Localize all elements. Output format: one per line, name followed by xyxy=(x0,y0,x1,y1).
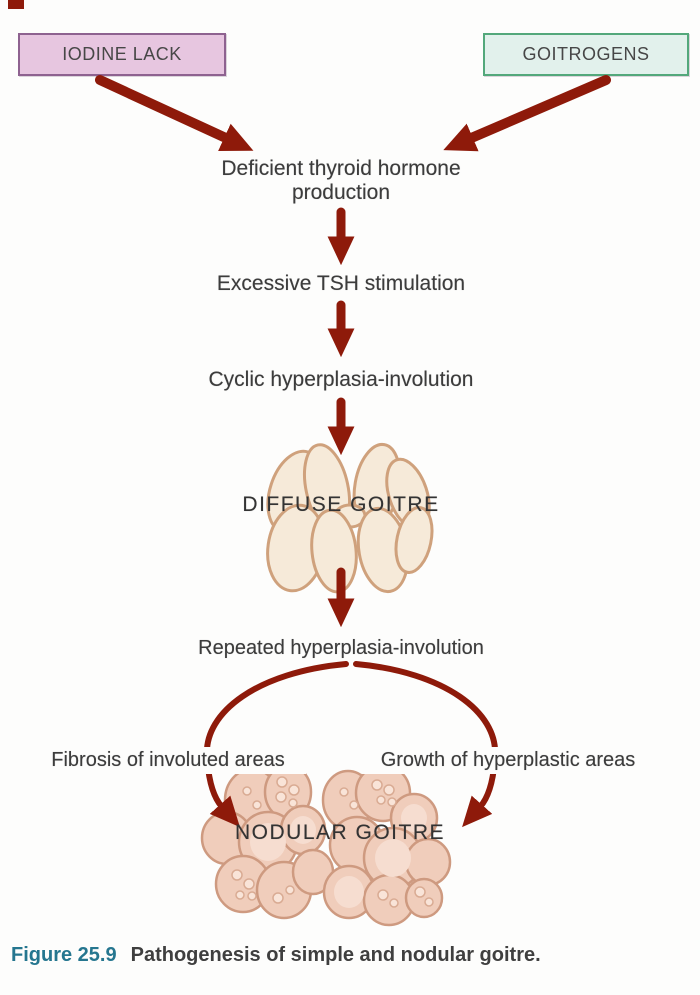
node-iodine-lack: IODINE LACK xyxy=(18,33,226,76)
figure-caption: Figure 25.9 Pathogenesis of simple and no… xyxy=(11,944,671,967)
step-fibrosis-involuted: Fibrosis of involuted areas xyxy=(30,747,306,774)
step-growth-hyperplastic: Growth of hyperplastic areas xyxy=(362,747,654,774)
goitrogens-label: GOITROGENS xyxy=(522,44,650,64)
arrow-growth-curve-icon xyxy=(353,661,499,828)
arrow-fibrosis-curve-icon xyxy=(203,661,349,828)
arrow-goitrogens-to-deficient-icon xyxy=(443,75,611,152)
corner-mark xyxy=(8,0,24,9)
step-nodular-goitre: NODULAR GOITRE xyxy=(234,821,446,844)
step-cyclic-hyperplasia: Cyclic hyperplasia-involution xyxy=(208,368,474,391)
iodine-lack-label: IODINE LACK xyxy=(62,44,182,64)
figure-caption-number: Figure 25.9 xyxy=(11,944,117,966)
step-diffuse-goitre: DIFFUSE GOITRE xyxy=(242,493,440,516)
step-deficient-thyroid-hormone: Deficient thyroid hormone production xyxy=(221,157,461,205)
figure-caption-text: Pathogenesis of simple and nodular goitr… xyxy=(130,944,541,966)
node-goitrogens: GOITROGENS xyxy=(483,33,689,76)
step-excessive-tsh: Excessive TSH stimulation xyxy=(216,272,466,295)
arrow-iodine-to-deficient-icon xyxy=(95,75,254,151)
step-repeated-hyperplasia: Repeated hyperplasia-involution xyxy=(198,637,484,659)
